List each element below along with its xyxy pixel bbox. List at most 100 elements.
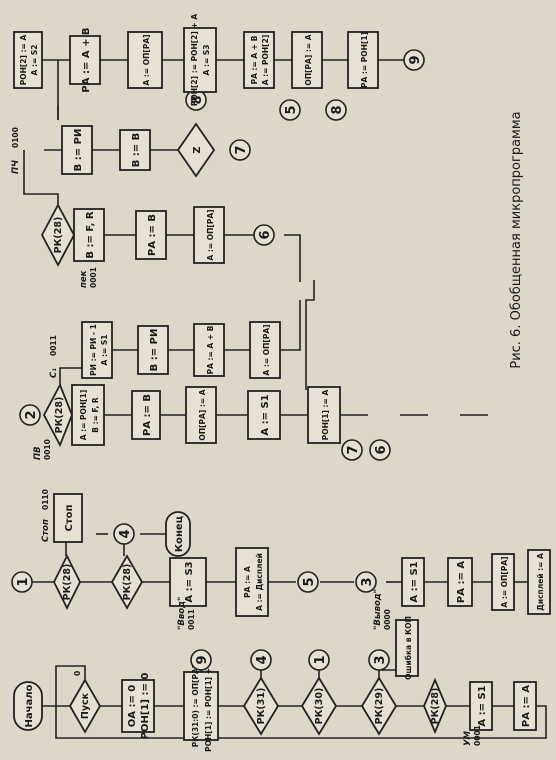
connector-4-out [250,649,272,671]
decision-rk28c [110,554,144,610]
label-vyvoda: "Вывод" [373,589,383,630]
connector-1-out [308,649,330,671]
connector-1-in [11,571,33,593]
decision-rk28c-label: РК(28) [122,564,133,601]
decision-rk28e-label: РК(28) [53,217,64,254]
label-stop: Стоп [41,519,51,542]
block-pv-ron [307,386,341,444]
column-fetch: Начало Пуск 0 ОА := 0 РОН[1] := 0 РК(31:… [13,616,537,752]
label-um: УМ [463,730,473,746]
block-c-b-label: В := РИ [149,329,160,372]
block-vy-ra-label: РА := А [456,561,467,603]
block-um-a-label: А := S1 [477,685,488,726]
block-pv-b [131,390,161,440]
label-pch-pek: пек [79,270,89,288]
block-r-rab-line2: А := РОН[2] [261,35,270,86]
decision-rk31 [242,676,280,736]
block-vy-disp [527,549,551,615]
code-ci: 0011 [49,335,58,356]
decision-rk31-label: РК(31) [256,688,267,725]
block-vv-ra-line1: РА := А [243,566,252,598]
connector-7-in-label: 7 [234,145,249,154]
block-pv-a-line2: В := F, R [91,397,100,433]
connector-4-out-label: 4 [255,655,270,664]
block-init-line2: РОН[1] := 0 [140,673,151,740]
block-vv-a-label: А := S3 [184,561,195,602]
block-vy-opra-label: А := ОП[РА] [500,556,509,607]
block-vy-opra [491,553,515,611]
connector-9-out [190,649,212,671]
block-vy-disp-label: Дисплей := А [536,553,545,611]
figure-caption: Рис. 6. Обобщенная микропрограмма [509,111,524,368]
code-pch: 0001 [89,267,98,288]
connector-8-in-label: 8 [330,105,345,114]
block-pch-ra [135,210,167,260]
block-c-ra-label: РА := А + В [206,325,215,374]
block-c-op-label: А := ОП[РА] [262,324,271,375]
block-vv-ra [235,547,269,617]
block-fetch-line2: РОН[1] := РОН[1] + 4 [204,660,213,752]
code-vvoda: 0011 [187,609,196,630]
block-c-ri-line2: А := S1 [100,335,109,366]
block-stop [53,493,83,543]
block-um-a [469,681,493,731]
column-input: 1 РК(28) РК(28) А := S3 РА := А А := Дис… [11,489,551,630]
block-lch-b [61,125,93,175]
block-vv-ra-line2: А := Дисплей [255,553,264,611]
code-lch: 0100 [11,127,20,148]
block-r-rab [243,31,275,89]
block-stop-label: Стоп [64,504,75,531]
column-pv: 2 РК(28) А := РОН[1] В := F, R ПВ 0010 Р… [19,321,391,461]
block-pv-a [71,384,105,446]
block-vy-a-label: А := S1 [409,561,420,602]
block-r-1-line1: РОН[2] := А [19,35,28,86]
label-lch: ПЧ [11,160,21,174]
decision-z [176,122,216,178]
block-pv-b-label: РА := В [142,394,153,436]
block-pv-op-label: ОП[РА] := А [198,389,207,440]
block-pv-s1 [247,390,281,440]
decision-rk28a-label: РК(28) [430,688,441,725]
block-pch-b-label: В := F, R [85,211,96,258]
connector-2-in [19,404,41,426]
connector-4-in [113,523,135,545]
block-pv-ron-label: РОН[1] := А [321,390,330,441]
block-r-ra-label: РА := А + В [81,27,92,92]
block-r-ron-line2: А := S3 [202,45,211,76]
connector-8-out-label: 8 [190,95,205,104]
code-pv: 0010 [43,439,52,460]
code-vyvoda: 0000 [383,609,392,630]
connector-5-in [279,99,301,121]
connector-2-in-label: 2 [24,410,39,419]
label-vvoda: "Ввод" [177,597,187,630]
block-pch-a-label: А := ОП[РА] [206,209,215,260]
block-error-label: Ошибка в КОП [404,616,413,680]
block-r-1-line2: А := S2 [30,45,39,76]
connector-9-in-label: 9 [408,55,423,64]
branch-label: 0 [73,671,82,676]
connector-7-out [341,439,363,461]
end-terminal [165,511,191,557]
block-init-line1: ОА := 0 [127,685,138,728]
connector-6-in [253,224,275,246]
connector-6-out [369,439,391,461]
connector-8-in [325,99,347,121]
connector-7-out-label: 7 [346,445,361,454]
block-r-last-label: РА := РОН[1] [360,32,369,88]
block-pv-s1-label: А := S1 [260,394,271,435]
block-lch-bb [119,129,151,171]
block-vy-ra [447,557,473,607]
block-c-b [137,325,169,375]
block-r-ron-line1: РОН[2] := РОН[2] + А [190,14,199,106]
connector-3-in [355,571,377,593]
code-um: 0001 [473,725,482,746]
decision-rk30 [300,676,338,736]
block-r-ra [69,35,101,85]
block-pch-b [73,208,105,262]
column-pch: РК(28) В := F, R пек 0001 РА := В А := О… [11,89,275,288]
block-r-rab-line1: РА := А + В [250,35,259,84]
end-label: Конец [174,516,185,552]
block-pv-op [185,386,217,444]
decision-rk29-label: РК(29) [374,688,385,725]
